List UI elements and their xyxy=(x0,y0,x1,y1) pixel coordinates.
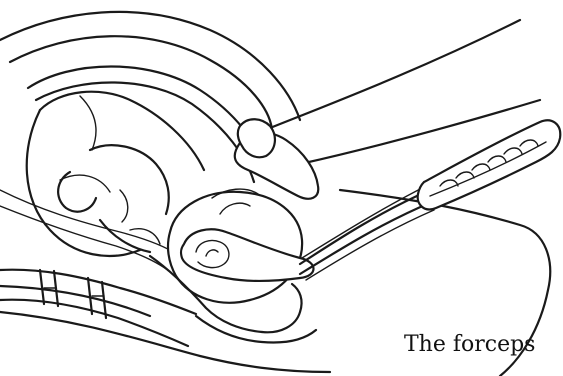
forceps-shanks xyxy=(300,184,434,280)
pubic-bone xyxy=(235,119,319,199)
caption-label: The forceps xyxy=(404,334,535,356)
maternal-spine xyxy=(0,270,196,346)
forceps-handle xyxy=(418,120,561,209)
